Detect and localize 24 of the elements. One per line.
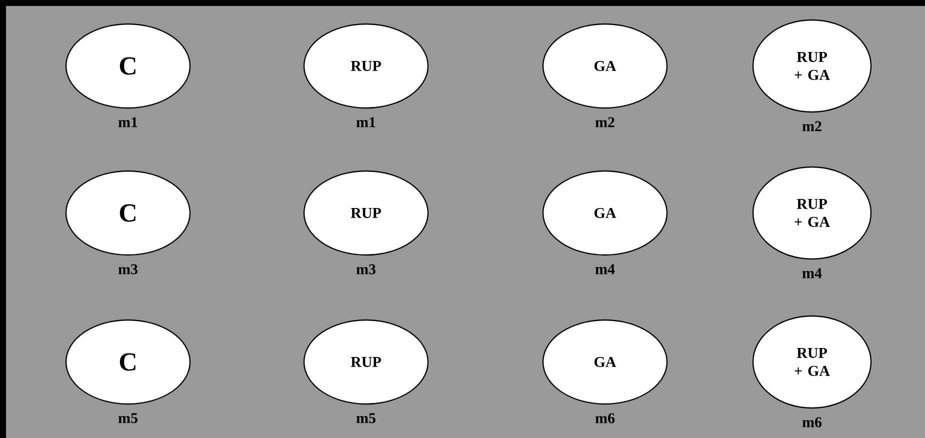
ellipse-node: RUP + GA xyxy=(752,19,872,113)
ellipse-node: RUP + GA xyxy=(752,315,872,409)
ellipse-node: GA xyxy=(542,319,668,405)
node-caption: m4 xyxy=(595,264,615,274)
node-caption: m6 xyxy=(595,413,615,424)
ellipse-node: RUP xyxy=(303,319,429,405)
ellipse-node: C xyxy=(65,319,191,405)
ellipse-node: RUP xyxy=(303,23,429,109)
node-caption: m3 xyxy=(356,264,376,274)
ellipse-node: GA xyxy=(542,170,668,256)
ellipse-node: RUP xyxy=(303,170,429,256)
node-caption: m2 xyxy=(595,117,614,128)
node-caption: m6 xyxy=(802,417,822,428)
node-caption: m1 xyxy=(356,117,376,128)
node-caption: m2 xyxy=(802,121,822,132)
ellipse-node: RUP + GA xyxy=(752,166,872,260)
node-caption: m3 xyxy=(118,264,138,274)
ellipse-node: C xyxy=(65,170,191,256)
node-caption: m5 xyxy=(356,413,376,424)
node-caption: m5 xyxy=(118,413,138,424)
ellipse-node: GA xyxy=(542,23,668,109)
node-caption: m4 xyxy=(802,268,822,278)
ellipse-node: C xyxy=(65,23,191,109)
node-caption: m1 xyxy=(118,117,138,128)
